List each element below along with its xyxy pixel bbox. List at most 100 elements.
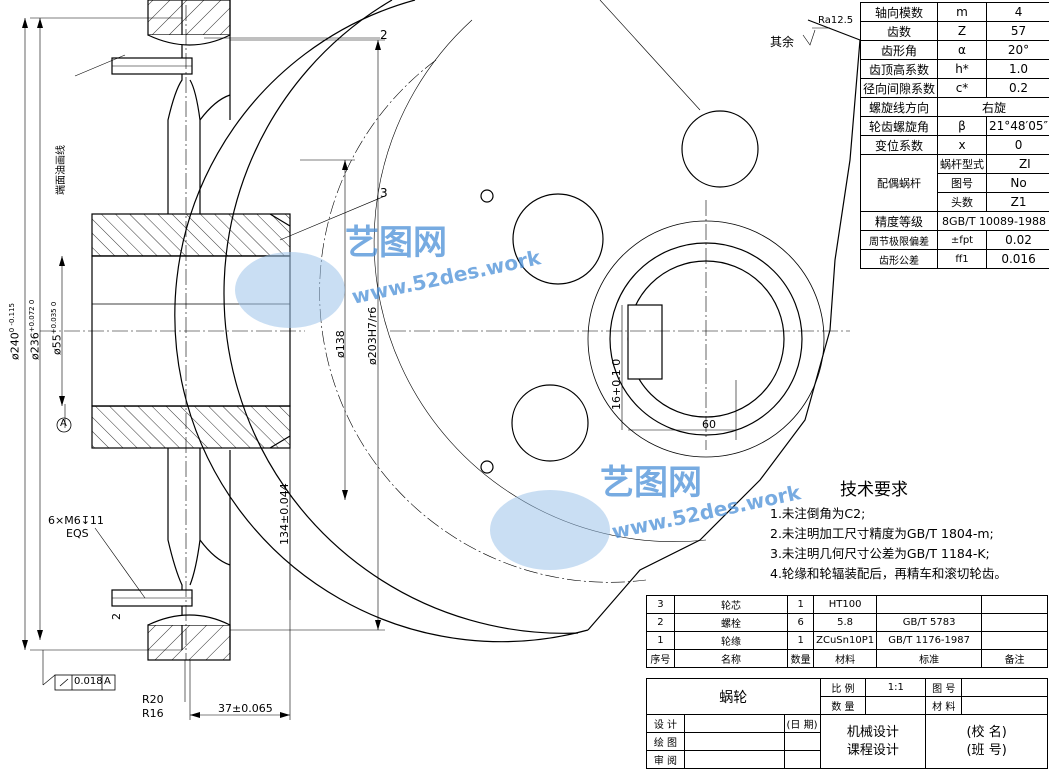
tolerance-symbol: ±fpt: [937, 230, 988, 250]
tolerance-value: 0.02: [986, 230, 1049, 250]
param-symbol: Z: [937, 21, 988, 41]
bom-name: 螺栓: [673, 613, 789, 632]
tech-requirements: 技术要求 1.未注倒角为C2; 2.未注明加工尺寸精度为GB/T 1804-m;…: [770, 480, 1007, 584]
bom-name: 轮芯: [673, 595, 789, 614]
tech-item: 2.未注明加工尺寸精度为GB/T 1804-m;: [770, 526, 994, 541]
tech-title: 技术要求: [840, 480, 908, 500]
label-2-bottom: 2: [110, 613, 123, 620]
bom-standard: [876, 595, 983, 614]
param-name: 齿形角: [859, 40, 939, 60]
bom-header-name: 名称: [673, 649, 789, 668]
course-line-2: 课程设计: [846, 742, 899, 758]
param-value: 57: [986, 21, 1049, 41]
dim-d55: ø55+0.035 0: [50, 301, 64, 355]
tolerance-value: 0.016: [986, 249, 1049, 269]
dim-d138: ø138: [334, 330, 347, 358]
watermark-logo: [235, 252, 610, 570]
param-symbol: m: [937, 2, 988, 22]
draw-label: 绘 图: [646, 732, 685, 751]
bom-header: 序号名称数量材料标准备注: [646, 649, 1048, 668]
bom-header-qty: 数量: [787, 649, 815, 668]
material-label: 材 料: [925, 696, 963, 715]
bom-no: 3: [646, 595, 675, 614]
mating-symbol: No: [986, 173, 1049, 193]
accuracy-name: 精度等级: [859, 211, 939, 231]
qty-label: 数 量: [819, 696, 867, 715]
flatness-datum: A: [104, 676, 111, 687]
param-name: 齿数: [859, 21, 939, 41]
section-view: [91, 0, 291, 661]
param-symbol: h*: [937, 59, 988, 79]
param-symbol: β: [937, 116, 988, 136]
class-no: (班 号): [966, 742, 1007, 758]
bom-standard: GB/T 5783: [876, 613, 983, 632]
mating-name: 头数: [937, 192, 988, 212]
bom-qty: 1: [787, 595, 815, 614]
keyway-width: 60: [702, 418, 716, 431]
bom-material: HT100: [813, 595, 878, 614]
tech-item: 1.未注倒角为C2;: [770, 506, 866, 521]
param-value: 0: [986, 135, 1049, 155]
bolt-note: 6×M6↧11: [48, 514, 104, 527]
param-name: 齿顶高系数: [859, 59, 939, 79]
bom-note: [981, 595, 1048, 614]
dim-d236: ø236+0.072 0: [28, 299, 42, 360]
datum-circle: [56, 417, 72, 433]
mating-group-label: 配偶蜗杆: [859, 154, 939, 212]
course-line-1: 机械设计: [846, 724, 899, 740]
hub-bottom-hatch: [91, 405, 291, 449]
flatness-value: 0.018: [74, 676, 103, 687]
title-block: 蜗轮 比 例 1:1 图 号 数 量 材 料 设 计 (日 期) 机械设计课程设…: [646, 678, 1048, 769]
drawing-no-label: 图 号: [925, 678, 963, 697]
tolerance-name: 齿形公差: [859, 249, 939, 269]
dim-r20: R20: [142, 693, 164, 706]
param-symbol: x: [937, 135, 988, 155]
bom-material: 5.8: [813, 613, 878, 632]
scale-value: 1:1: [865, 678, 927, 697]
param-value: 20°: [986, 40, 1049, 60]
dim-r16: R16: [142, 707, 164, 720]
param-name: 螺旋线方向: [859, 97, 939, 117]
param-row: 螺旋线方向右旋: [859, 97, 1049, 117]
side-note: 端面油画线: [56, 145, 67, 195]
tech-item: 3.未注明几何尺寸公差为GB/T 1184-K;: [770, 546, 990, 561]
part-name: 蜗轮: [646, 678, 821, 715]
param-name: 轴向模数: [859, 2, 939, 22]
mating-name: 蜗杆型式: [937, 154, 988, 174]
param-symbol: α: [937, 40, 988, 60]
param-value: 4: [986, 2, 1049, 22]
param-name: 变位系数: [859, 135, 939, 155]
bom-header-material: 材料: [813, 649, 878, 668]
outer-arc: [174, 0, 589, 643]
datum-label: A: [60, 418, 67, 429]
bom-header-note: 备注: [981, 649, 1048, 668]
dim-37: 37±0.065: [218, 702, 273, 715]
roughness-value: Ra12.5: [818, 15, 854, 26]
mating-value: ZI: [986, 154, 1049, 174]
bom-name: 轮缘: [673, 631, 789, 650]
param-value: 1.0: [986, 59, 1049, 79]
mating-symbol: Z1: [986, 192, 1049, 212]
balloon-2: 2: [380, 28, 388, 42]
dim-d240: ø2400 -0.115: [8, 303, 22, 360]
roughness-rest: 其余: [770, 35, 795, 49]
tolerance-symbol: ff1: [937, 249, 988, 269]
mating-name: 图号: [937, 173, 988, 193]
balloon-3: 3: [380, 186, 388, 200]
school-name: (校 名): [966, 724, 1007, 740]
keyway-depth: 16+0.1 0: [610, 358, 623, 410]
bom-no: 2: [646, 613, 675, 632]
param-value: 21°48′05″: [986, 116, 1049, 136]
param-symbol: c*: [937, 78, 988, 98]
